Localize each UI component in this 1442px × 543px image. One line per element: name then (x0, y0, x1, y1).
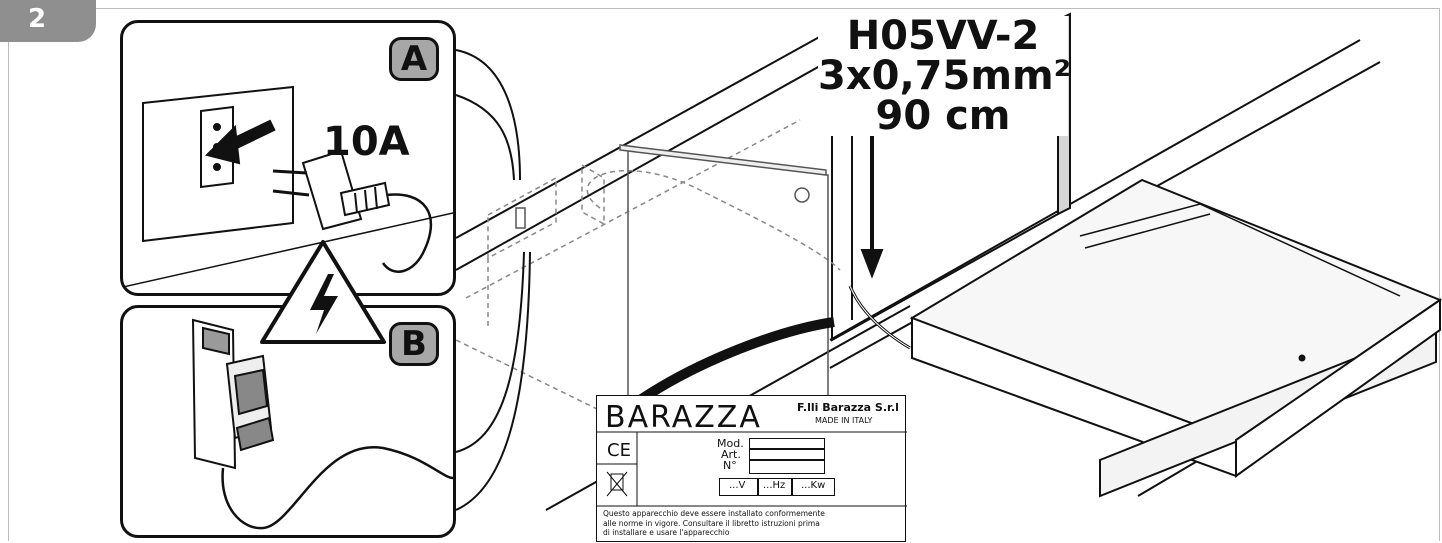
breaker-scene (191, 318, 453, 530)
panel-b-label: B (389, 322, 439, 366)
plate-rating-box (719, 478, 835, 496)
plate-field-n: N° (723, 459, 737, 472)
warning-triangle-icon (260, 240, 386, 344)
cable-section: 3x0,75mm² (818, 53, 1072, 99)
plate-brand: BARAZZA (605, 400, 762, 435)
rating-plate: BARAZZA F.lli Barazza S.r.l MADE IN ITAL… (596, 395, 907, 542)
plate-note-line: di installare e usare l'apparecchio (603, 528, 730, 537)
circuit-breaker-icon (191, 318, 275, 470)
plate-rating-kw: ...Kw (801, 480, 826, 491)
plate-note-line: Questo apparecchio deve essere installat… (603, 509, 825, 518)
worktop-edge-right-upper (829, 39, 1361, 341)
diagram-frame (8, 8, 1440, 541)
plate-manufacturer: F.lli Barazza S.r.l (797, 401, 899, 414)
step-badge: 2 (0, 0, 96, 42)
plate-field-art: Art. (721, 448, 741, 461)
electrical-hazard-icon (310, 274, 338, 334)
cable-spec: H05VV-2 3x0,75mm² 90 cm (818, 13, 1072, 139)
panel-a-label: A (389, 37, 439, 81)
wheelie-bin-crossed-icon (606, 471, 628, 497)
cable-length: 90 cm (875, 93, 1011, 139)
plate-field-mod: Mod. (717, 437, 744, 450)
plate-origin: MADE IN ITALY (815, 416, 873, 425)
plate-rating-volts: ...V (729, 480, 746, 491)
current-rating: 10A (323, 119, 410, 165)
worktop-edge-upper (455, 29, 833, 239)
plate-note: Questo apparecchio deve essere installat… (603, 509, 903, 538)
ce-mark: CE (607, 440, 631, 461)
plate-grid (597, 431, 907, 507)
plug-scene (123, 85, 453, 288)
plate-note-line: alle norme in vigore. Consultare il libr… (603, 518, 820, 528)
cable-type: H05VV-2 (846, 13, 1040, 59)
breaker-cable (221, 446, 453, 530)
plate-rating-hertz: ...Hz (763, 480, 786, 491)
plug-icon (272, 149, 391, 231)
plate-value-boxes (749, 438, 825, 474)
plug-cable (381, 193, 433, 273)
panel-a-plug-socket: A 10A (120, 20, 456, 296)
